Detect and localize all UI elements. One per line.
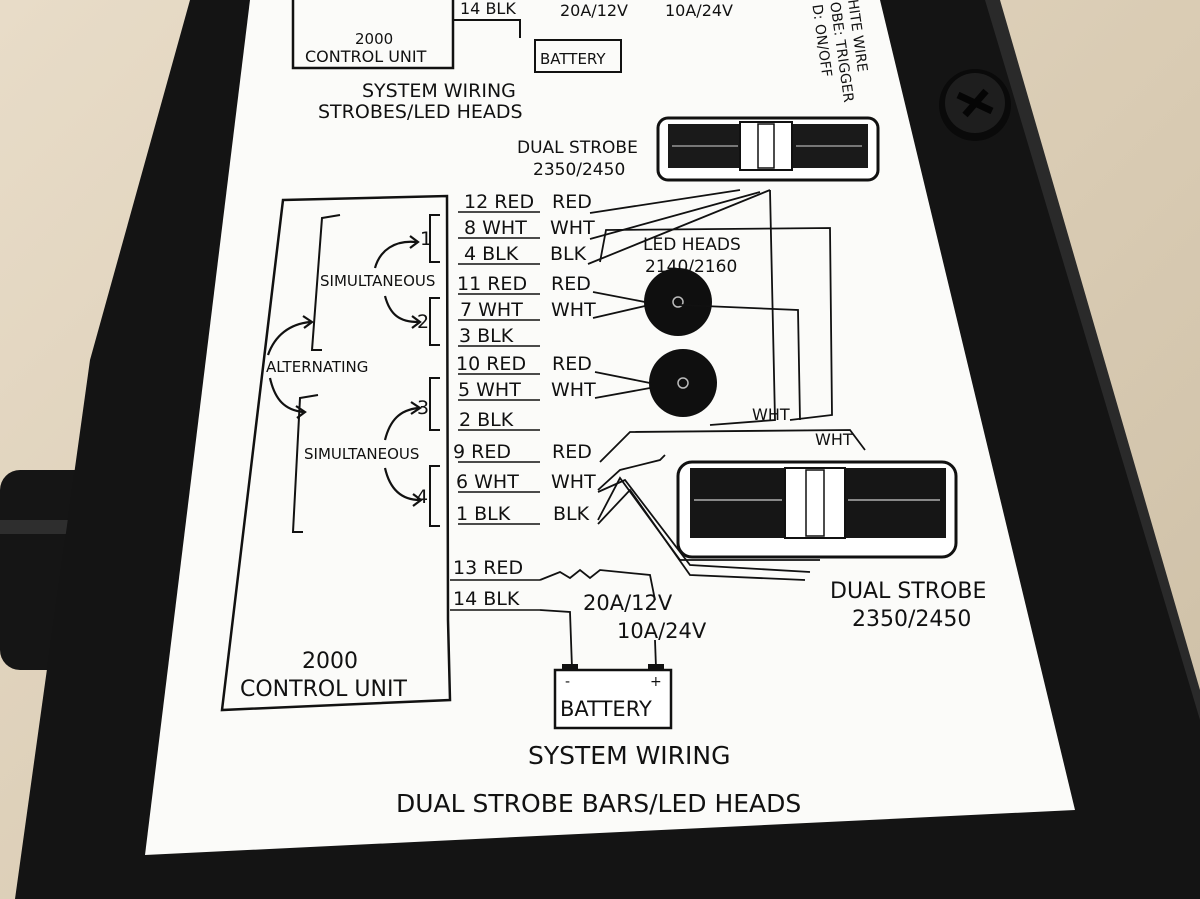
top-title-line1: SYSTEM WIRING [362, 80, 516, 102]
main-control-unit-label: CONTROL UNIT [240, 677, 407, 702]
label-content: 14 BLK 2000 CONTROL UNIT 20A/12V 10A/24V… [220, 0, 986, 818]
svg-text:WHT: WHT [551, 471, 596, 493]
svg-text:RED: RED [552, 191, 592, 213]
mode-simultaneous-1: SIMULTANEOUS [320, 272, 435, 290]
terminal-row: 12 RED RED [464, 191, 592, 213]
battery-icon: - + [553, 664, 673, 730]
svg-text:11 RED: 11 RED [457, 273, 527, 295]
terminal-row: 11 RED RED [457, 273, 591, 295]
terminal-row: 7 WHT WHT [460, 299, 596, 321]
arrow-icon [266, 235, 423, 507]
led-head-icon [649, 349, 717, 417]
svg-text:WHT: WHT [551, 379, 596, 401]
wht-label-2: WHT [815, 430, 853, 449]
svg-text:2 BLK: 2 BLK [459, 409, 514, 431]
terminal-row: 2 BLK [459, 409, 514, 431]
terminal-strip: 12 RED RED 8 WHT WHT 4 BLK BLK 11 RED RE… [450, 191, 596, 611]
terminal-row: 8 WHT WHT [464, 217, 595, 239]
terminal-row: 13 RED [453, 557, 523, 579]
wires [539, 189, 866, 669]
mode-alternating: ALTERNATING [266, 358, 368, 376]
top-battery-label: BATTERY [540, 50, 606, 68]
top-battery-box [534, 39, 622, 73]
strobe-top-label: DUAL STROBE [517, 138, 638, 158]
svg-text:BLK: BLK [553, 503, 590, 525]
top-title-line2: STROBES/LED HEADS [318, 101, 523, 123]
svg-text:14 BLK: 14 BLK [453, 588, 520, 610]
strobe-bottom-label: DUAL STROBE [830, 579, 986, 604]
terminal-row: 3 BLK [459, 325, 514, 347]
svg-text:10 RED: 10 RED [456, 353, 526, 375]
terminal-row: 6 WHT WHT [456, 471, 596, 493]
svg-text:RED: RED [552, 353, 592, 375]
terminal-row: 4 BLK BLK [464, 243, 587, 265]
svg-text:RED: RED [552, 441, 592, 463]
svg-text:9 RED: 9 RED [453, 441, 511, 463]
fuse-24v-label: 10A/24V [617, 619, 707, 643]
strobe-top-model: 2350/2450 [533, 160, 625, 180]
svg-text:WHT: WHT [550, 217, 595, 239]
dual-strobe-bottom-icon [676, 460, 958, 559]
enclosure-edge [985, 0, 1200, 720]
svg-text:RED: RED [551, 273, 591, 295]
svg-text:13 RED: 13 RED [453, 557, 523, 579]
top-control-unit-number: 2000 [355, 30, 393, 48]
screw-icon [939, 69, 1011, 141]
group-number: 2 [417, 311, 429, 333]
main-control-unit-box [220, 194, 452, 712]
svg-text:8 WHT: 8 WHT [464, 217, 527, 239]
title-line1: SYSTEM WIRING [528, 741, 731, 770]
svg-text:3 BLK: 3 BLK [459, 325, 514, 347]
svg-text:WHT: WHT [551, 299, 596, 321]
battery-label: BATTERY [560, 697, 652, 721]
svg-text:1 BLK: 1 BLK [456, 503, 511, 525]
top-blk-label: 14 BLK [460, 0, 516, 18]
top-control-unit-box [291, 0, 455, 70]
top-fuse-24v: 10A/24V [665, 1, 733, 20]
wiring-label [145, 0, 1075, 855]
wht-label-1: WHT [752, 405, 790, 424]
led-head-icon [644, 268, 712, 336]
strobe-bottom-model: 2350/2450 [852, 607, 971, 632]
main-control-unit-number: 2000 [302, 649, 358, 674]
top-control-unit-label: CONTROL UNIT [305, 47, 427, 66]
led-heads-label: LED HEADS [643, 235, 741, 255]
svg-text:6 WHT: 6 WHT [456, 471, 519, 493]
terminal-row: 1 BLK BLK [456, 503, 590, 525]
group-number: 1 [420, 228, 432, 250]
terminal-row: 10 RED RED [456, 353, 592, 375]
svg-text:+: + [650, 674, 662, 690]
svg-text:4 BLK: 4 BLK [464, 243, 519, 265]
svg-text:-: - [565, 674, 570, 690]
fuse-12v-label: 20A/12V [583, 591, 673, 615]
svg-text:7 WHT: 7 WHT [460, 299, 523, 321]
svg-text:12 RED: 12 RED [464, 191, 534, 213]
terminal-row: 14 BLK [453, 588, 520, 610]
group-number: 3 [417, 397, 429, 419]
svg-text:5 WHT: 5 WHT [458, 379, 521, 401]
svg-text:BLK: BLK [550, 243, 587, 265]
dual-strobe-top-icon [656, 116, 880, 182]
group-brackets [291, 214, 440, 533]
terminal-row: 5 WHT WHT [458, 379, 596, 401]
terminal-row: 9 RED RED [453, 441, 592, 463]
title-line2: DUAL STROBE BARS/LED HEADS [396, 789, 801, 818]
mode-simultaneous-2: SIMULTANEOUS [304, 445, 419, 463]
top-fuse-12v: 20A/12V [560, 1, 628, 20]
